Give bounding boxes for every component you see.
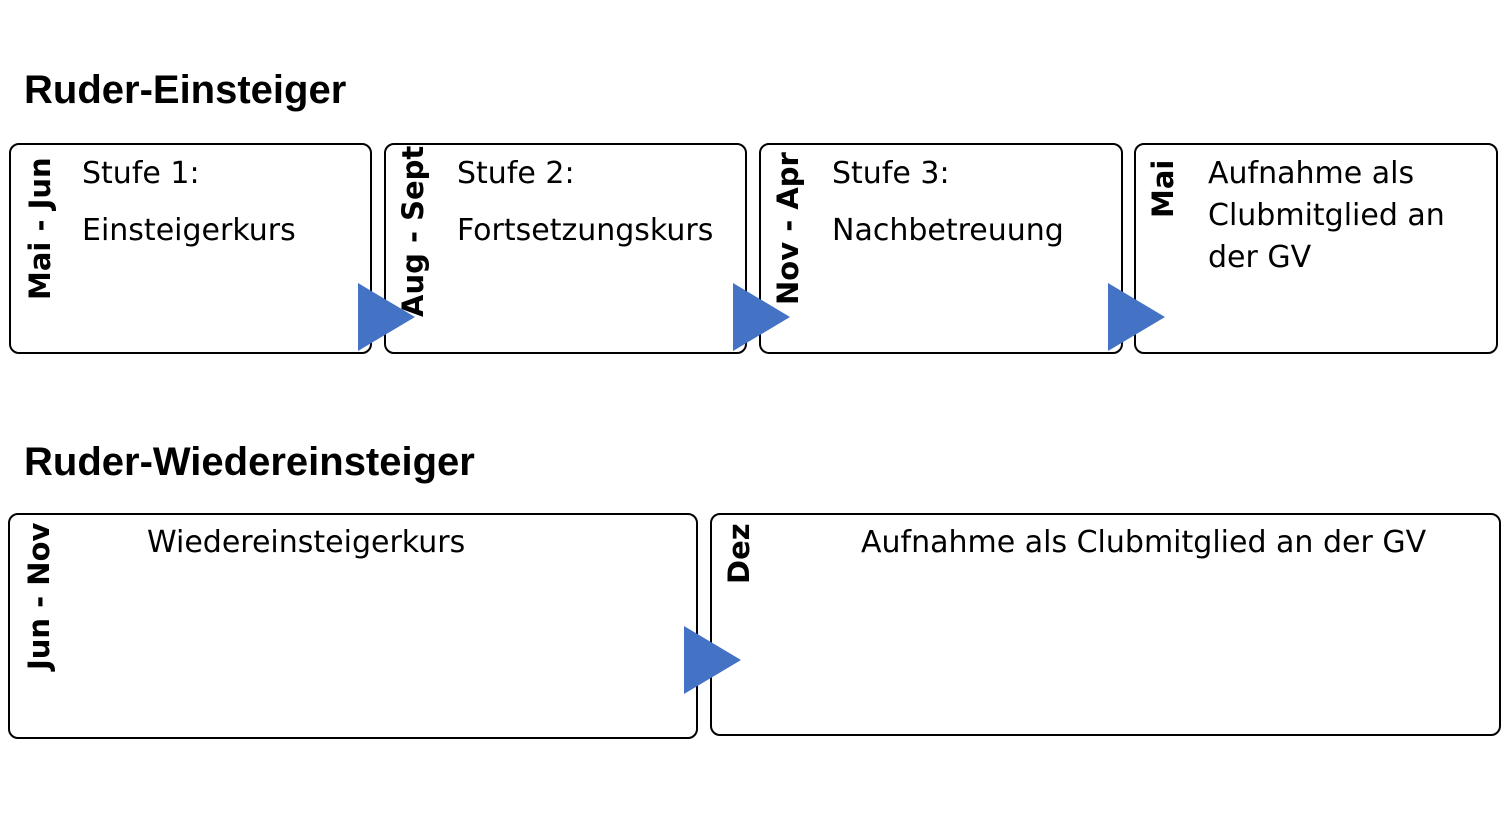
arrow-right-icon — [733, 283, 790, 351]
course-name: Wiedereinsteigerkurs — [147, 525, 466, 560]
stage-text-line-1: Aufnahme als — [1208, 156, 1415, 191]
arrow-right-icon — [684, 626, 741, 694]
stage-name: Fortsetzungskurs — [457, 213, 714, 248]
stage-text-line-3: der GV — [1208, 240, 1312, 275]
course-box: Jun - Nov Wiedereinsteigerkurs — [8, 513, 698, 739]
stage-box-2: Aug - Sept Stufe 2: Fortsetzungskurs — [384, 143, 747, 354]
period-label: Jun - Nov — [22, 522, 56, 670]
arrow-right-icon — [358, 283, 415, 351]
period-label: Dez — [722, 523, 756, 584]
section-title-einsteiger: Ruder-Einsteiger — [24, 68, 347, 112]
stage-name: Einsteigerkurs — [82, 213, 296, 248]
stage-name: Nachbetreuung — [832, 213, 1064, 248]
membership-text: Aufnahme als Clubmitglied an der GV — [861, 525, 1427, 560]
stage-title: Stufe 3: — [832, 156, 950, 191]
stage-title: Stufe 2: — [457, 156, 575, 191]
period-label: Mai - Jun — [23, 157, 57, 300]
stage-box-4: Mai Aufnahme als Clubmitglied an der GV — [1134, 143, 1498, 354]
membership-box: Dez Aufnahme als Clubmitglied an der GV — [710, 513, 1501, 736]
period-label: Mai — [1146, 159, 1180, 218]
section-title-wiedereinsteiger: Ruder-Wiedereinsteiger — [24, 440, 475, 484]
arrow-right-icon — [1108, 283, 1165, 351]
stage-title: Stufe 1: — [82, 156, 200, 191]
stage-text-line-2: Clubmitglied an — [1208, 198, 1445, 233]
stage-box-3: Nov - Apr Stufe 3: Nachbetreuung — [759, 143, 1123, 354]
stage-box-1: Mai - Jun Stufe 1: Einsteigerkurs — [9, 143, 372, 354]
